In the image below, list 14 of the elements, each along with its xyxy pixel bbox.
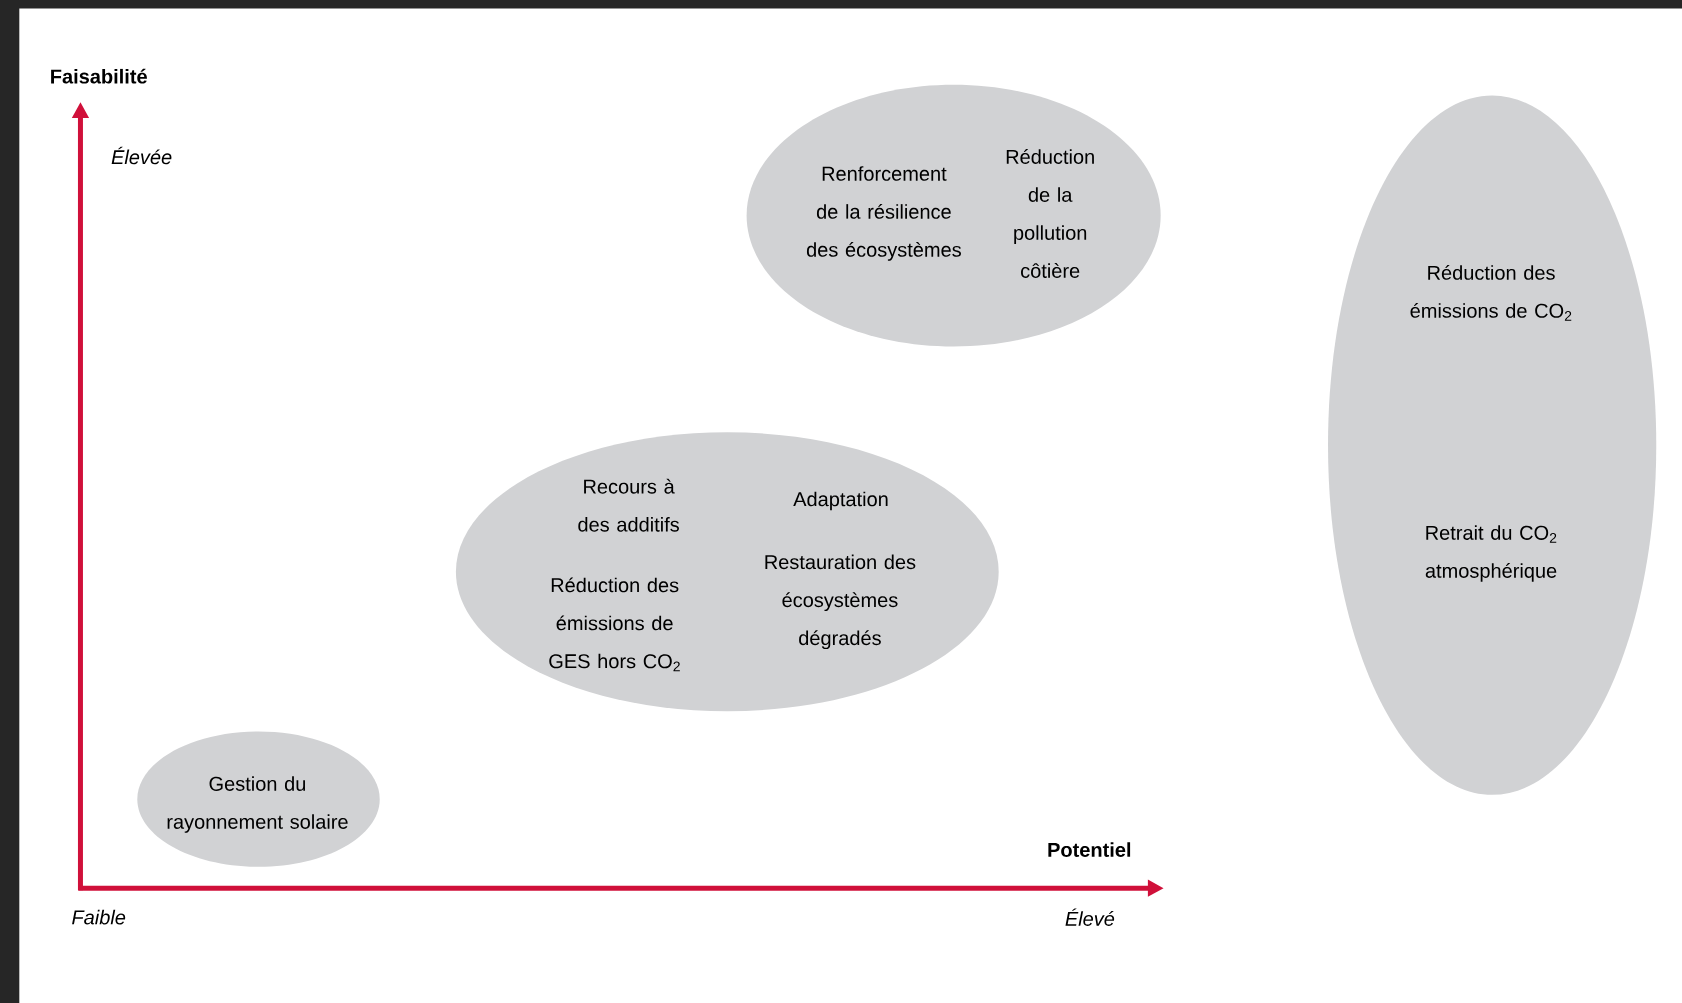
axis-end-label: Élevée bbox=[111, 146, 172, 165]
axis-end-label: Faible bbox=[72, 909, 126, 925]
option-text: Réduction des émissions de CO$_{2}$ bbox=[1410, 264, 1572, 321]
option-text: Gestion du rayonnement solaire bbox=[167, 776, 348, 833]
option-text: Recours à des additifs bbox=[578, 478, 679, 532]
option-text: Retrait du CO$_{2}$ atmosphérique bbox=[1425, 525, 1557, 582]
option-text: Restauration des écosystèmes dégradés bbox=[765, 554, 916, 650]
option-text: Adaptation bbox=[793, 491, 888, 511]
axis-title: Potentiel bbox=[1048, 842, 1131, 857]
option-text: Réduction de la pollution côtière bbox=[1006, 149, 1094, 278]
axis-end-label: Élevé bbox=[1065, 908, 1115, 926]
option-text: Renforcement de la résilience des écosystèmes bbox=[806, 166, 961, 261]
option-text: Réduction des émissions de GES hors CO$_{2}$ bbox=[549, 577, 680, 672]
axis-title: Faisabilité bbox=[51, 68, 147, 84]
